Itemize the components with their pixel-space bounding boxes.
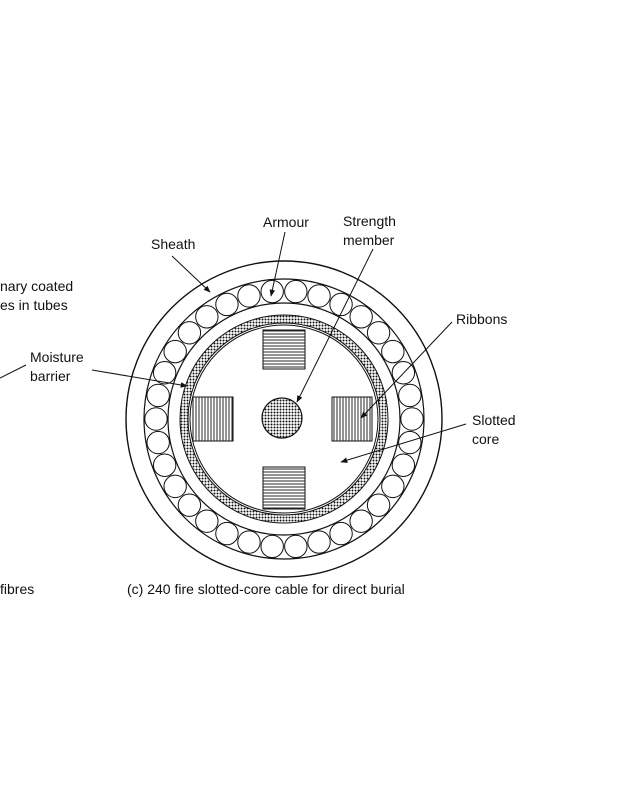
armour-wire bbox=[391, 453, 416, 477]
outer-sheath bbox=[125, 260, 443, 578]
armour-inner-ring bbox=[167, 302, 401, 536]
armour-wire bbox=[177, 321, 202, 345]
armour-wires bbox=[144, 279, 424, 559]
armour-wire bbox=[163, 339, 187, 364]
armour-leader bbox=[269, 231, 286, 297]
moisture-barrier-label-line1: Moisture bbox=[30, 349, 84, 365]
armour-wire bbox=[152, 453, 177, 477]
sheath-leader bbox=[171, 255, 211, 293]
armour-wire bbox=[366, 321, 391, 345]
armour-wire bbox=[152, 361, 177, 385]
armour-wire bbox=[366, 493, 391, 517]
armour-wire bbox=[307, 530, 331, 554]
partial-primary-label-line1: nary coated bbox=[0, 278, 73, 294]
armour-wire bbox=[398, 430, 422, 455]
armour-wire bbox=[284, 279, 308, 304]
armour-wire bbox=[215, 521, 239, 546]
diagram-caption: (c) 240 fire slotted-core cable for dire… bbox=[127, 581, 405, 597]
moisture-barrier-label-line2: barrier bbox=[30, 368, 71, 384]
armour-wire bbox=[400, 407, 424, 431]
moisture-barrier-inner-edge bbox=[187, 322, 381, 516]
ribbon-stack-right bbox=[331, 396, 373, 442]
armour-outer-ring bbox=[143, 278, 425, 560]
armour-wire bbox=[163, 474, 187, 499]
armour-wire bbox=[195, 509, 219, 533]
armour-wire bbox=[260, 534, 284, 559]
strength-member-label-line1: Strength bbox=[343, 213, 396, 229]
armour-wire bbox=[237, 530, 261, 554]
armour-wire bbox=[237, 284, 261, 308]
armour-wire bbox=[398, 383, 422, 408]
armour-wire bbox=[329, 521, 353, 546]
armour-wire bbox=[215, 292, 239, 317]
armour-wire bbox=[284, 534, 308, 559]
armour-wire bbox=[349, 305, 373, 329]
partial-left-leader bbox=[0, 364, 27, 379]
moisture-barrier-outer-edge bbox=[179, 314, 389, 524]
ribbons-leader bbox=[360, 321, 453, 419]
armour-wire bbox=[144, 407, 168, 431]
ribbon-stack-top bbox=[262, 329, 306, 370]
slotted-core-label-line2: core bbox=[472, 431, 499, 447]
ribbon-stack-bottom bbox=[262, 466, 306, 510]
armour-wire bbox=[349, 509, 373, 533]
slotted-core-leader bbox=[340, 423, 467, 463]
armour-wire bbox=[329, 292, 353, 317]
moisture-barrier-ring bbox=[180, 315, 388, 523]
strength-member-label-line2: member bbox=[343, 232, 395, 248]
strength-member bbox=[261, 397, 303, 439]
slotted-core-label-line1: Slotted bbox=[472, 412, 516, 428]
partial-primary-label-line2: es in tubes bbox=[0, 297, 68, 313]
strength-member-leader bbox=[296, 248, 374, 403]
armour-label: Armour bbox=[263, 214, 309, 230]
armour-wire bbox=[195, 305, 219, 329]
sheath-label: Sheath bbox=[151, 236, 195, 252]
armour-wire bbox=[307, 284, 331, 308]
ribbon-stack-left bbox=[192, 396, 234, 442]
moisture-barrier-leader bbox=[91, 369, 188, 388]
armour-wire bbox=[177, 493, 202, 517]
armour-wire bbox=[146, 430, 170, 455]
armour-wire bbox=[381, 474, 405, 499]
partial-left-caption: fibres bbox=[0, 581, 34, 597]
ribbons-label: Ribbons bbox=[456, 311, 507, 327]
armour-wire bbox=[381, 339, 405, 364]
armour-wire bbox=[146, 383, 170, 408]
